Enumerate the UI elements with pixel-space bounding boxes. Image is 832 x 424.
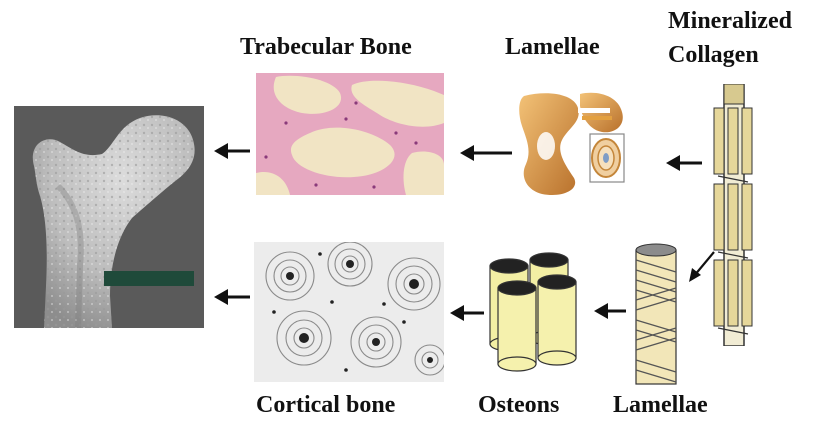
label-lamellae-bottom: Lamellae <box>613 392 708 420</box>
label-trabecular-bone: Trabecular Bone <box>240 34 412 62</box>
lamellae-cylinder-image <box>628 240 684 388</box>
label-mineralized: Mineralized <box>668 8 792 36</box>
arrow-osteons-to-cortical <box>448 302 486 324</box>
arrow-cortical-to-femur <box>212 286 252 308</box>
arrow-collagen-to-lamellae <box>664 152 704 174</box>
arrow-lamellae-to-trabecular <box>458 142 514 164</box>
label-osteons: Osteons <box>478 392 559 420</box>
lamellae-structure-image <box>518 86 630 198</box>
label-lamellae-top: Lamellae <box>505 34 600 62</box>
osteons-image <box>484 252 584 372</box>
arrow-collagen-to-lamellae-bottom <box>686 250 716 284</box>
cortical-bone-image <box>254 242 444 382</box>
mineralized-collagen-image <box>704 84 762 346</box>
scale-bar <box>104 271 194 286</box>
trabecular-histology-image <box>256 73 444 195</box>
femur-image <box>14 106 204 328</box>
label-cortical-bone: Cortical bone <box>256 392 395 420</box>
arrow-trabecular-to-femur <box>212 140 252 162</box>
arrow-lamellae-to-osteons <box>592 300 628 322</box>
label-collagen: Collagen <box>668 42 759 70</box>
